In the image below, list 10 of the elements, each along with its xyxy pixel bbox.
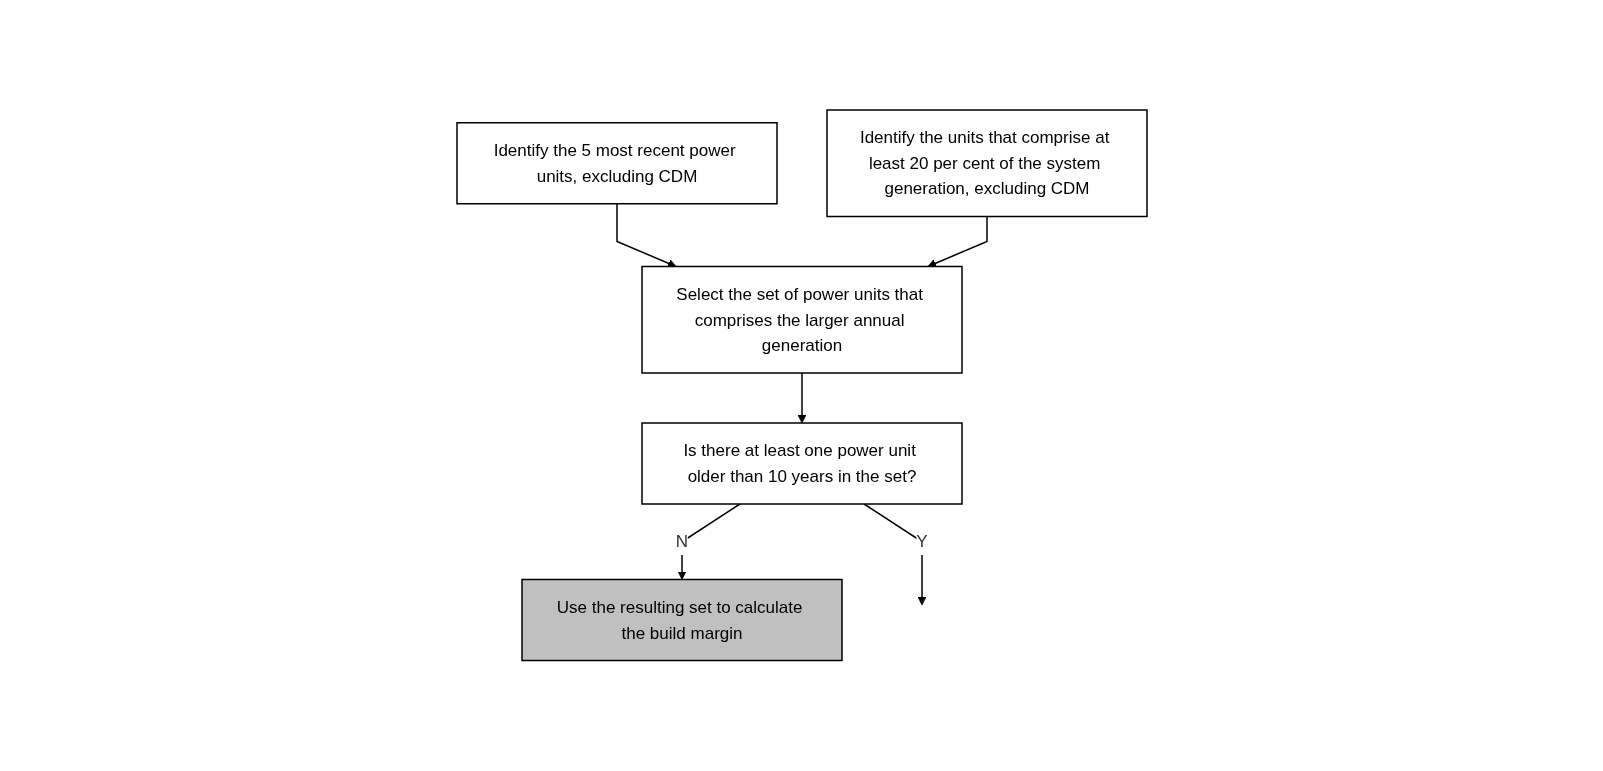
node-box: Identify the 5 most recent power units, excluding CDM — [455, 122, 778, 205]
arrow — [615, 203, 676, 268]
edge-label: Y — [915, 532, 928, 552]
node-box: Use the resulting set to calculate the build margin — [520, 579, 843, 662]
node-box: Is there at least one power unit older than 10 years in the set? — [640, 422, 963, 505]
arrow — [927, 216, 988, 268]
edge-label: N — [675, 532, 688, 552]
node-box: Identify the units that comprise at least 20 per cent of the system generation, excluding CDM — [825, 109, 1148, 218]
node-box: Select the set of power units that comprises the larger annual generation — [640, 266, 963, 374]
arrow — [797, 372, 806, 424]
